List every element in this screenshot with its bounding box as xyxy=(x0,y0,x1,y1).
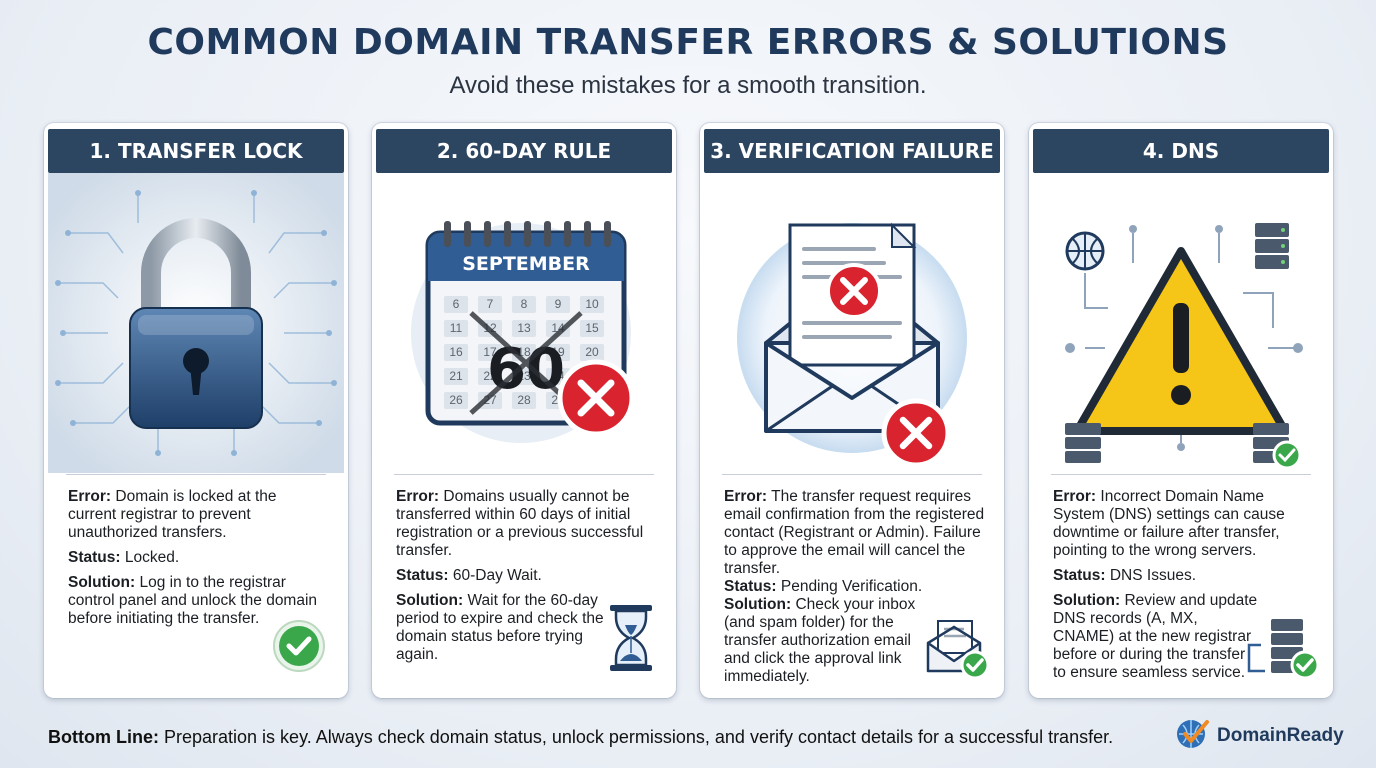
calendar-day-cell xyxy=(580,320,604,337)
brand: DomainReady xyxy=(1175,718,1344,754)
calendar-day: 20 xyxy=(585,345,599,359)
divider xyxy=(394,474,654,475)
status-text: DNS Issues. xyxy=(1109,567,1196,584)
status-text: Locked. xyxy=(124,549,180,566)
calendar-day: 17 xyxy=(483,345,497,359)
calendar-day-cell xyxy=(478,392,502,409)
calendar-big-number: 60 xyxy=(487,337,565,402)
solution-label: Solution: xyxy=(68,574,136,591)
status-label: Status: xyxy=(396,567,449,584)
error-label: Error: xyxy=(1053,488,1097,505)
status-label: Status: xyxy=(68,549,121,566)
card-transfer-lock: 1. TRANSFER LOCK xyxy=(44,123,348,698)
solution-text: Review and update DNS records (A, MX, CN… xyxy=(1053,592,1258,681)
calendar-day-cell xyxy=(580,296,604,313)
status-text: 60-Day Wait. xyxy=(452,567,542,584)
server-check-icon xyxy=(1245,613,1323,686)
envelope-check-icon xyxy=(924,615,992,686)
solution-label: Solution: xyxy=(1053,592,1121,609)
error-text: Domain is locked at the current registra… xyxy=(68,488,277,541)
error-label: Error: xyxy=(396,488,440,505)
card-body: Error: Domain is locked at the current r… xyxy=(68,488,318,635)
error-text: The transfer request requires email conf… xyxy=(724,488,985,577)
solution-text: Log in to the registrar control panel an… xyxy=(68,574,318,627)
calendar-day-cell xyxy=(444,296,468,313)
envelope-icon xyxy=(704,173,1000,473)
status-text: Pending Verification. xyxy=(780,578,923,595)
calendar-day: 8 xyxy=(521,297,528,311)
card-heading: 4. DNS MISCONFIGURATION xyxy=(1033,129,1329,207)
calendar-day-cell xyxy=(512,392,536,409)
calendar-day-cell xyxy=(444,392,468,409)
padlock-icon xyxy=(48,173,344,473)
card-dns-misconfiguration: 4. DNS MISCONFIGURATION xyxy=(1029,123,1333,698)
calendar-day: 7 xyxy=(487,297,494,311)
status-label: Status: xyxy=(724,578,777,595)
calendar-day: 26 xyxy=(449,393,463,407)
calendar-day: 6 xyxy=(453,297,460,311)
calendar-day: 24 xyxy=(551,369,565,383)
status-label: Status: xyxy=(1053,567,1106,584)
calendar-day-cell xyxy=(546,296,570,313)
bottom-line: Bottom Line: Preparation is key. Always … xyxy=(48,727,1113,748)
calendar-day-cell xyxy=(444,368,468,385)
warning-icon xyxy=(1033,173,1329,473)
hourglass-icon xyxy=(606,603,656,678)
divider xyxy=(66,474,326,475)
calendar-day-cell xyxy=(512,296,536,313)
card-heading: 2. 60-DAY RULE xyxy=(376,129,672,173)
calendar-day: 11 xyxy=(450,321,463,335)
solution-text: Wait for the 60-day period to expire and… xyxy=(396,592,604,663)
error-label: Error: xyxy=(724,488,768,505)
solution-label: Solution: xyxy=(396,592,464,609)
calendar-day-cell xyxy=(444,320,468,337)
calendar-day-cell xyxy=(580,344,604,361)
solution-text: Check your inbox (and spam folder) for t… xyxy=(724,596,916,685)
brand-logo-icon xyxy=(1175,716,1211,757)
page-title: COMMON DOMAIN TRANSFER ERRORS & SOLUTION… xyxy=(147,22,1229,63)
card-verification-failure: 3. VERIFICATION FAILURE xyxy=(700,123,1004,698)
brand-name: DomainReady xyxy=(1217,725,1344,746)
calendar-day-cell xyxy=(478,296,502,313)
calendar-day-cell xyxy=(512,320,536,337)
bottom-line-text: Preparation is key. Always check domain … xyxy=(164,727,1114,747)
calendar-day-cell xyxy=(444,344,468,361)
calendar-day-cell xyxy=(478,344,502,361)
card-body: Error: Domains usually cannot be transfe… xyxy=(396,488,646,671)
calendar-day: 16 xyxy=(449,345,463,359)
error-text: Domains usually cannot be transferred wi… xyxy=(396,488,644,559)
bottom-line-label: Bottom Line: xyxy=(48,727,159,747)
page-subtitle: Avoid these mistakes for a smooth transi… xyxy=(449,72,927,99)
card-heading: 3. VERIFICATION FAILURE xyxy=(704,129,1000,173)
calendar-icon: SEPTEMBER 678910111213141516171819202122… xyxy=(376,173,672,473)
card-body: Error: The transfer request requires ema… xyxy=(724,488,986,686)
calendar-day: 15 xyxy=(585,321,599,335)
card-body: Error: Incorrect Domain Name System (DNS… xyxy=(1053,488,1317,689)
calendar-day-cell xyxy=(546,320,570,337)
calendar-month: SEPTEMBER xyxy=(462,253,590,275)
card-60-day-rule: 2. 60-DAY RULE SEPTEMBER 678910111213141… xyxy=(372,123,676,698)
calendar-day: 19 xyxy=(551,345,565,359)
calendar-day-cell xyxy=(546,344,570,361)
solution-label: Solution: xyxy=(724,596,792,613)
calendar-day-cell xyxy=(478,368,502,385)
error-label: Error: xyxy=(68,488,112,505)
calendar-day: 28 xyxy=(517,393,531,407)
card-heading: 1. TRANSFER LOCK xyxy=(48,129,344,173)
error-text: Incorrect Domain Name System (DNS) setti… xyxy=(1053,488,1285,559)
calendar-day: 9 xyxy=(555,297,562,311)
divider xyxy=(1051,474,1311,475)
divider xyxy=(722,474,982,475)
calendar-day: 10 xyxy=(585,297,599,311)
calendar-day: 13 xyxy=(517,321,531,335)
calendar-day: 21 xyxy=(449,369,463,383)
calendar-day: 22 xyxy=(483,369,497,383)
calendar-day: 23 xyxy=(517,369,531,383)
check-icon xyxy=(272,619,326,678)
